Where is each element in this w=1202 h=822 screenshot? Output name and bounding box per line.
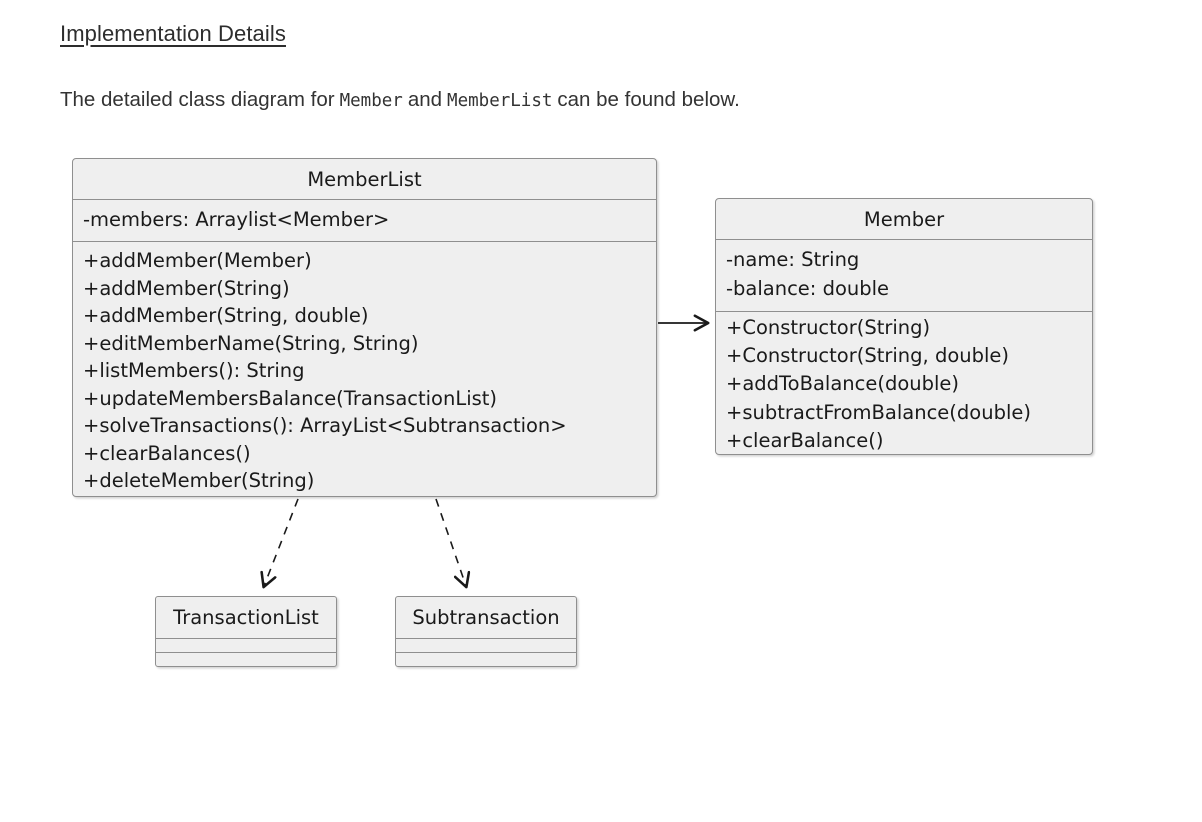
attributes-compartment-member: -name: String -balance: double [716,240,1092,311]
paragraph-text: and [407,88,443,111]
method-line: +Constructor(String) [726,316,931,339]
paragraph-text: The detailed class diagram for [60,88,335,111]
methods-compartment-memberlist: +addMember(Member) +addMember(String) +add… [73,241,656,497]
attribute-line: -name: String [726,248,860,271]
method-line: +clearBalances() [83,441,251,465]
method-line: +deleteMember(String) [83,469,315,492]
method-line: +editMemberName(String, String) [83,331,419,355]
empty-attributes-compartment [156,639,336,652]
class-box-memberlist: MemberList -members: Arraylist<Member> +… [72,158,657,497]
dashed-arrow-memberlist-to-transactionlist [264,498,299,586]
method-line: +addMember(Member) [83,249,312,272]
class-title-memberlist: MemberList [73,159,656,200]
attributes-compartment-memberlist: -members: Arraylist<Member> [73,200,656,241]
attribute-line: -members: Arraylist<Member> [83,208,390,231]
method-line: +updateMembersBalance(TransactionList) [83,386,498,410]
method-line: +clearBalance() [726,428,884,452]
class-box-subtransaction: Subtransaction [395,596,577,667]
class-box-transactionlist: TransactionList [155,596,337,667]
inline-code-memberlist: MemberList [447,91,553,111]
class-title-member: Member [716,199,1092,240]
method-line: +addToBalance(double) [726,372,960,396]
empty-attributes-compartment [396,639,576,652]
method-line: +subtractFromBalance(double) [726,400,1031,424]
method-line: +Constructor(String, double) [726,344,1010,368]
paragraph-text: can be found below. [557,88,740,111]
class-box-member: Member -name: String -balance: double +Co… [715,198,1093,455]
section-heading: Implementation Details [60,21,286,46]
method-line: +solveTransactions(): ArrayList<Subtrans… [83,414,567,437]
class-title-transactionlist: TransactionList [156,597,336,639]
class-title-subtransaction: Subtransaction [396,597,576,639]
method-line: +addMember(String) [83,276,290,300]
method-line: +listMembers(): String [83,359,305,382]
attribute-line: -balance: double [726,276,890,300]
methods-compartment-member: +Constructor(String) +Constructor(String,… [716,311,1092,455]
dashed-arrow-memberlist-to-subtransaction [435,498,466,586]
method-line: +addMember(String, double) [83,304,369,327]
inline-code-member: Member [339,91,403,111]
empty-methods-compartment [156,652,336,666]
empty-methods-compartment [396,652,576,666]
